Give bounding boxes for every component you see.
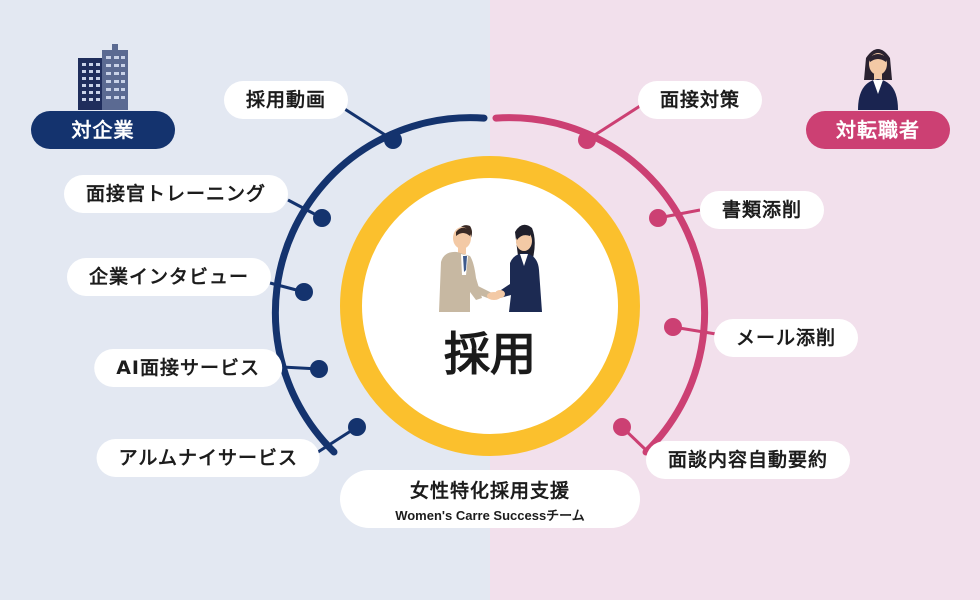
company-badge: 対企業 [31,111,175,149]
service-pill-ai-interview: AI面接サービス [94,349,282,387]
handshake-icon [439,224,542,312]
company-outer-arc [271,114,488,456]
jobseeker-badge: 対転職者 [806,111,950,149]
arc-dot [348,418,366,436]
center-title: 採用 [444,327,536,381]
service-pill-recruitment-video: 採用動画 [223,81,348,119]
service-pill-document-review: 書類添削 [700,191,825,229]
service-pill-email-review: メール添削 [714,319,859,357]
office-building-icon [78,44,128,110]
jobseeker-outer-arc [492,114,709,456]
women-recruitment-sublabel: Women's Carre Successチーム [395,508,585,523]
arc-dot [649,209,667,227]
service-pill-interview-prep: 面接対策 [638,81,763,119]
arc-dot [664,318,682,336]
arc-dot [578,131,596,149]
inner-ring [340,156,640,456]
women-recruitment-label: 女性特化採用支援 [409,480,570,502]
service-pill-meeting-summary: 面談内容自動要約 [646,441,851,479]
service-pill-company-interview: 企業インタビュー [66,258,271,296]
company-arc-dots [295,131,402,436]
arc-dot [384,131,402,149]
jobseeker-arc-dots [578,131,682,436]
arc-dot [313,209,331,227]
service-pill-alumni: アルムナイサービス [96,439,320,477]
arc-dot [310,360,328,378]
service-pill-interviewer-training: 面接官トレーニング [63,175,288,213]
service-pill-women-recruitment: 女性特化採用支援 Women's Carre Successチーム [340,470,640,528]
businesswoman-icon [858,49,898,110]
arc-dot [613,418,631,436]
arc-dot [295,283,313,301]
